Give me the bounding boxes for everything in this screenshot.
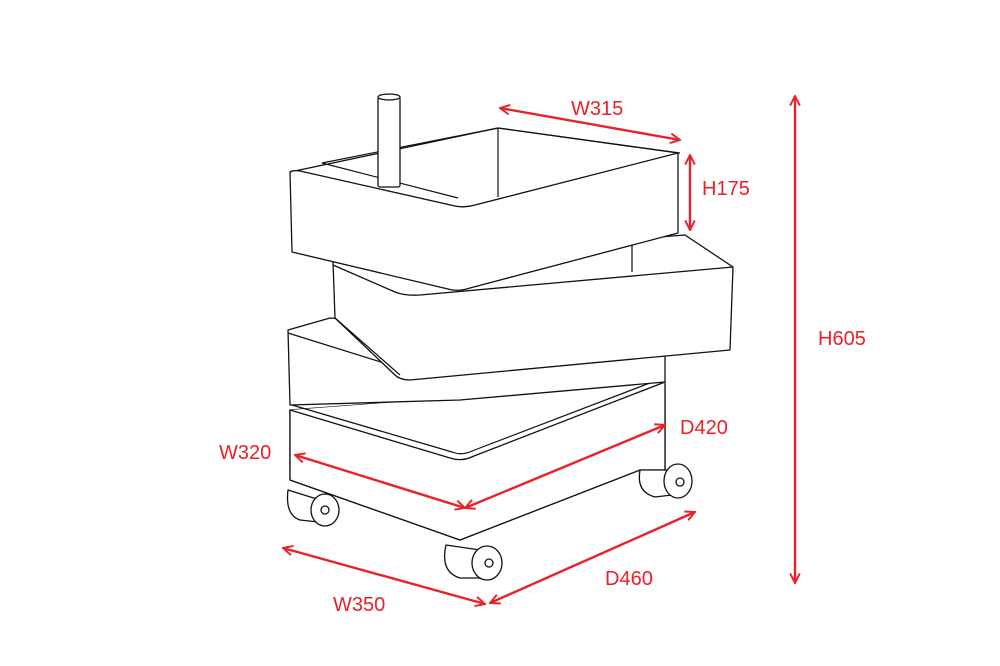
arrow-w315 [500, 108, 680, 140]
arrow-w320 [295, 455, 465, 508]
arrow-w350 [283, 548, 485, 604]
label-d460: D460 [605, 568, 653, 590]
tray-1 [289, 93, 681, 291]
arrow-d420 [465, 425, 665, 508]
arrow-d460 [490, 512, 695, 603]
label-d420: D420 [680, 417, 728, 439]
label-h605: H605 [818, 328, 866, 350]
dimension-arrows [283, 96, 795, 604]
label-w350: W350 [333, 594, 385, 616]
label-w320: W320 [219, 442, 271, 464]
label-w315: W315 [571, 98, 623, 120]
label-h175: H175 [702, 178, 750, 200]
